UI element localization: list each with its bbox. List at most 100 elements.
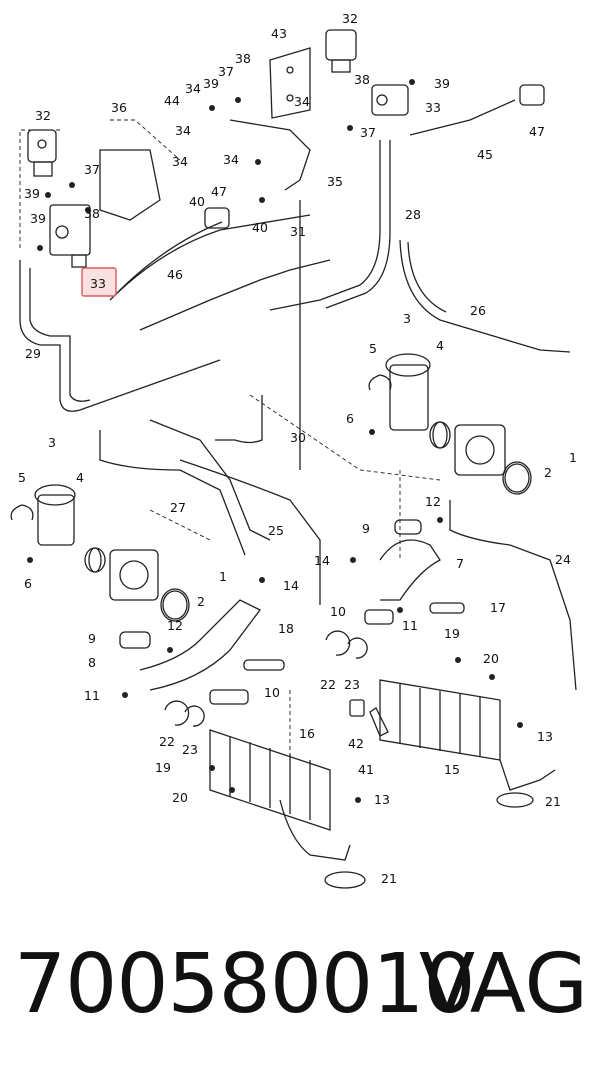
callout-44: 44 [164, 93, 180, 108]
components [10, 29, 556, 889]
part-number: 700580010 [14, 937, 476, 1032]
callout-25: 25 [268, 523, 284, 538]
sensor-47-top [519, 84, 545, 106]
callout-34: 34 [294, 94, 310, 109]
callout-12: 12 [167, 618, 183, 633]
callout-2: 2 [197, 594, 205, 609]
bracket-35 [229, 119, 311, 191]
callout-9: 9 [88, 631, 96, 646]
callout-45: 45 [477, 147, 493, 162]
callout-14: 14 [314, 553, 330, 568]
callout-22: 22 [159, 734, 175, 749]
callout-42: 42 [348, 736, 364, 751]
fasteners [27, 79, 523, 803]
hose-29-b [29, 268, 91, 402]
egr-valve-left [34, 484, 188, 620]
callout-27: 27 [170, 500, 186, 515]
callout-12: 12 [425, 494, 441, 509]
hose-26 [399, 239, 571, 353]
callout-13: 13 [537, 729, 553, 744]
bracket-36 [99, 149, 161, 221]
callout-38: 38 [354, 72, 370, 87]
callout-40: 40 [252, 220, 268, 235]
callout-3: 3 [48, 435, 56, 450]
pipe-8 [139, 599, 261, 691]
callout-13: 13 [374, 792, 390, 807]
callout-11: 11 [402, 618, 418, 633]
callout-14: 14 [283, 578, 299, 593]
bracket-43 [269, 47, 311, 119]
callout-19: 19 [444, 626, 460, 641]
callout-10: 10 [330, 604, 346, 619]
hose-27 [99, 430, 246, 556]
callout-32: 32 [35, 108, 51, 123]
bracket-41-42 [349, 699, 389, 737]
callout-40: 40 [189, 194, 205, 209]
callout-4: 4 [76, 470, 84, 485]
callout-21: 21 [545, 794, 561, 809]
callout-34: 34 [223, 152, 239, 167]
hose-45 [409, 99, 516, 136]
hose-27-b [149, 419, 271, 541]
callout-4: 4 [436, 338, 444, 353]
callout-31: 31 [290, 224, 306, 239]
callout-37: 37 [218, 64, 234, 79]
hose-28 [269, 140, 381, 311]
callout-34: 34 [172, 154, 188, 169]
callout-39: 39 [24, 186, 40, 201]
callout-46: 46 [167, 267, 183, 282]
caption: 700580010 VAG [0, 930, 600, 1060]
callout-39: 39 [203, 76, 219, 91]
callout-43: 43 [271, 26, 287, 41]
callout-1: 1 [219, 569, 227, 584]
callout-1: 1 [569, 450, 577, 465]
callout-6: 6 [24, 576, 32, 591]
callout-29: 29 [25, 346, 41, 361]
callout-5: 5 [369, 341, 377, 356]
callout-8: 8 [88, 655, 96, 670]
callout-7: 7 [456, 556, 464, 571]
callout-21: 21 [381, 871, 397, 886]
gaskets [84, 421, 532, 705]
callout-20: 20 [172, 790, 188, 805]
callout-37: 37 [360, 125, 376, 140]
clip-5 [10, 374, 392, 521]
sensor-47-left [204, 207, 230, 229]
highlight-box-33 [81, 267, 117, 297]
callout-2: 2 [544, 465, 552, 480]
callout-33: 33 [425, 100, 441, 115]
solenoid-valve-32-top [325, 29, 357, 73]
callout-24: 24 [555, 552, 571, 567]
callout-10: 10 [264, 685, 280, 700]
pipe-21-left [279, 799, 366, 889]
callout-19: 19 [155, 760, 171, 775]
callout-36: 36 [111, 100, 127, 115]
exploded-parts-diagram: 1 1 2 2 3 3 4 4 5 5 6 6 7 8 9 9 10 10 11… [10, 11, 577, 889]
callout-33: 33 [90, 276, 106, 291]
callout-35: 35 [327, 174, 343, 189]
callout-22: 22 [320, 677, 336, 692]
hose-24 [449, 500, 577, 691]
callout-23: 23 [344, 677, 360, 692]
solenoid-valve-32-left [27, 129, 57, 177]
callout-28: 28 [405, 207, 421, 222]
callout-30: 30 [290, 430, 306, 445]
callout-47: 47 [211, 184, 227, 199]
hose-25 [179, 459, 321, 605]
callout-11: 11 [84, 688, 100, 703]
callout-labels: 1 1 2 2 3 3 4 4 5 5 6 6 7 8 9 9 10 10 11… [18, 11, 577, 886]
callout-47: 47 [529, 124, 545, 139]
callout-18: 18 [278, 621, 294, 636]
callout-6: 6 [346, 411, 354, 426]
egr-valve-right [385, 353, 530, 493]
callout-32: 32 [342, 11, 358, 26]
callout-41: 41 [358, 762, 374, 777]
callout-38: 38 [235, 51, 251, 66]
callout-17: 17 [490, 600, 506, 615]
hose-26-b [407, 241, 447, 313]
brand-name: VAG [418, 937, 588, 1032]
callout-39: 39 [434, 76, 450, 91]
callout-5: 5 [18, 470, 26, 485]
callout-38: 38 [84, 206, 100, 221]
hose-28-b [325, 140, 391, 309]
